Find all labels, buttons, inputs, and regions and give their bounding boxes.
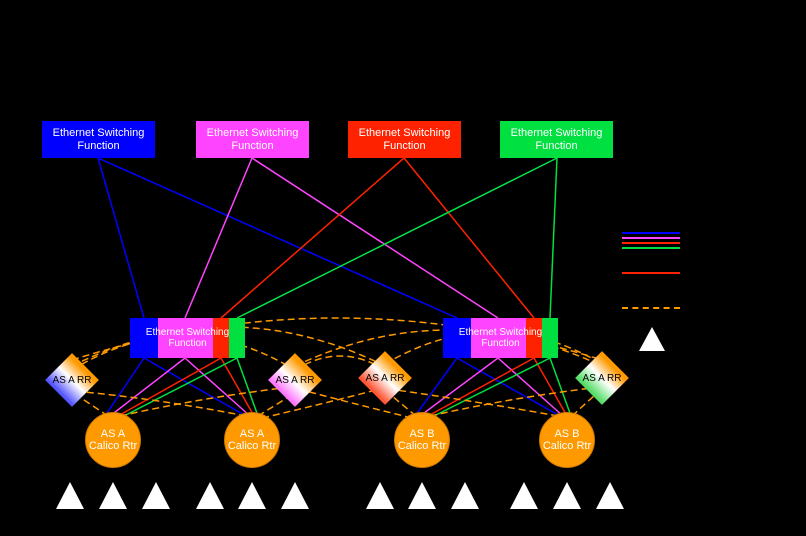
route-reflector-1: AS A RR xyxy=(44,352,100,408)
route-reflector-3: AS A RR xyxy=(357,350,413,406)
route-reflector-3-label: AS A RR xyxy=(365,372,405,384)
fabric-switch-right: Ethernet Switching Function xyxy=(443,318,558,358)
mesh-r4-rr4 xyxy=(571,393,597,417)
legend-host-triangle xyxy=(639,327,665,351)
router-1: AS A Calico Rtr xyxy=(85,412,141,468)
host-triangle xyxy=(510,482,538,509)
route-reflector-1-label: AS A RR xyxy=(52,374,92,386)
mesh-rr1-rr3 xyxy=(71,326,386,367)
link-fabric2-blue-r3 xyxy=(414,357,458,417)
host-triangle xyxy=(142,482,170,509)
link-fabric2-green-r4 xyxy=(549,357,572,417)
legend-line-red xyxy=(622,242,680,244)
router-3: AS B Calico Rtr xyxy=(394,412,450,468)
host-triangle xyxy=(553,482,581,509)
router-3-label: AS B Calico Rtr xyxy=(397,427,447,452)
fabric-right-segment-magenta xyxy=(470,318,526,358)
host-triangle xyxy=(408,482,436,509)
host-triangle xyxy=(238,482,266,509)
switch-box-magenta: Ethernet Switching Function xyxy=(196,121,309,158)
link-fabric1-green-r2 xyxy=(236,357,259,417)
fabric-left-segment-blue xyxy=(130,318,158,358)
fabric-right-segment-green xyxy=(541,318,558,358)
router-1-label: AS A Calico Rtr xyxy=(88,427,138,452)
fabric-right-segment-red xyxy=(525,318,542,358)
route-reflector-2-label: AS A RR xyxy=(275,374,315,386)
mesh-r4-rr3 xyxy=(395,389,559,417)
fabric-right-segment-blue xyxy=(443,318,471,358)
router-2-label: AS A Calico Rtr xyxy=(227,427,277,452)
switch-box-blue-label: Ethernet Switching Function xyxy=(52,126,145,152)
switch-box-green: Ethernet Switching Function xyxy=(500,121,613,158)
mesh-r2-rr2 xyxy=(257,395,291,417)
route-reflector-4: AS A RR xyxy=(574,350,630,406)
fabric-switch-right-label: Ethernet Switching Function xyxy=(458,326,543,350)
fabric-switch-left-label: Ethernet Switching Function xyxy=(145,326,230,350)
link-magenta-right xyxy=(251,157,499,319)
switch-box-red-label: Ethernet Switching Function xyxy=(358,126,451,152)
switch-box-blue: Ethernet Switching Function xyxy=(42,121,155,158)
mesh-rr1-rr2 xyxy=(71,335,296,371)
link-fabric2-magenta-r3 xyxy=(419,357,499,417)
switch-box-red: Ethernet Switching Function xyxy=(348,121,461,158)
router-4-label: AS B Calico Rtr xyxy=(542,427,592,452)
link-fabric1-red-r2 xyxy=(220,357,255,417)
link-magenta-left xyxy=(184,157,253,319)
mesh-r3-rr2 xyxy=(301,389,413,419)
fabric-left-segment-red xyxy=(212,318,229,358)
link-fabric1-magenta-r2 xyxy=(184,357,251,417)
switch-box-magenta-label: Ethernet Switching Function xyxy=(206,126,299,152)
link-fabric2-magenta-r4 xyxy=(497,357,564,417)
link-fabric1-blue-r1 xyxy=(104,357,145,417)
host-triangle xyxy=(99,482,127,509)
link-fabric1-blue-r2 xyxy=(143,357,247,417)
link-red-right xyxy=(403,157,535,319)
mesh-r2-rr3 xyxy=(261,389,377,419)
host-triangle xyxy=(366,482,394,509)
host-triangle xyxy=(596,482,624,509)
legend-line-dashed-orange xyxy=(622,307,680,309)
fabric-switch-left: Ethernet Switching Function xyxy=(130,318,245,358)
link-fabric2-red-r3 xyxy=(427,357,535,417)
legend-line-green xyxy=(622,247,680,249)
legend-line-single-red xyxy=(622,272,680,274)
mesh-r2-rr1 xyxy=(83,391,247,417)
host-triangle xyxy=(56,482,84,509)
router-4: AS B Calico Rtr xyxy=(539,412,595,468)
link-fabric2-blue-r4 xyxy=(456,357,561,417)
mesh-r1-rr2 xyxy=(119,387,284,417)
route-reflector-4-label: AS A RR xyxy=(582,372,622,384)
legend-line-magenta xyxy=(622,237,680,239)
fabric-left-segment-green xyxy=(228,318,245,358)
link-blue-left xyxy=(97,157,145,319)
link-green-right xyxy=(549,157,558,319)
mesh-rr2-rr3 xyxy=(294,355,386,371)
host-triangle xyxy=(281,482,309,509)
route-reflector-2: AS A RR xyxy=(267,352,323,408)
router-2: AS A Calico Rtr xyxy=(224,412,280,468)
link-fabric2-green-r3 xyxy=(433,357,551,417)
host-triangle xyxy=(451,482,479,509)
switch-box-green-label: Ethernet Switching Function xyxy=(510,126,603,152)
link-green-left xyxy=(236,157,558,319)
link-fabric2-red-r4 xyxy=(533,357,568,417)
fabric-left-segment-magenta xyxy=(157,318,213,358)
link-red-left xyxy=(220,157,405,319)
link-fabric1-magenta-r1 xyxy=(109,357,186,417)
legend-line-blue xyxy=(622,232,680,234)
host-triangle xyxy=(196,482,224,509)
link-fabric1-red-r1 xyxy=(117,357,222,417)
link-fabric1-green-r1 xyxy=(123,357,238,417)
link-blue-right xyxy=(97,157,458,319)
mesh-r3-rr4 xyxy=(429,387,593,417)
